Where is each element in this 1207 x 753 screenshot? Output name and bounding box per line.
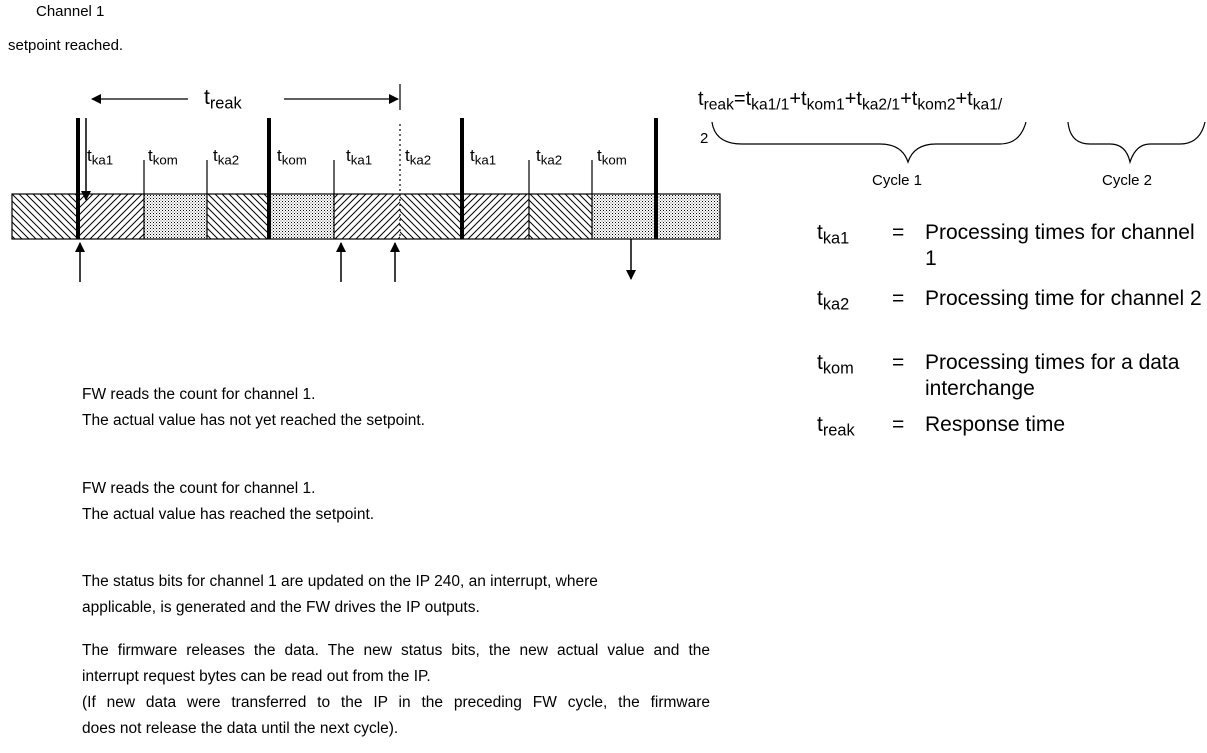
cycle-1-brace: [711, 121, 1027, 164]
response-time-formula: treak=tka1/1+tkom1+tka2/1+tkom2+tka1/: [698, 88, 1003, 114]
segment-separators: [143, 160, 593, 239]
note-3: The status bits for channel 1 are update…: [82, 573, 598, 616]
read-arrows: [75, 242, 400, 282]
bar-outline: [11, 193, 721, 240]
bar-seg-post: [656, 194, 720, 239]
segment-label-ka1: tka1: [346, 146, 373, 168]
cycle-2-brace: [1067, 121, 1206, 165]
legend-definition: Processing time for channel 2: [925, 287, 1202, 310]
legend-symbol: tka2: [817, 287, 850, 314]
bar-seg-ka1: [334, 194, 400, 239]
segment-label-kom: tkom: [277, 146, 307, 168]
legend-equals: =: [892, 351, 905, 374]
setpoint-note-line1: Channel 1: [36, 3, 105, 20]
bar-seg-kom: [144, 194, 207, 239]
legend-symbol: treak: [817, 413, 855, 440]
bar-seg-kom: [592, 194, 656, 239]
bar-seg-ka2: [207, 194, 269, 239]
segment-label-kom: tkom: [148, 146, 178, 168]
legend-symbol: tka1: [817, 221, 850, 248]
legend-definition: Processing times for channel 1: [925, 221, 1195, 270]
bar-seg-ka1: [78, 194, 144, 239]
bar-seg-pre: [12, 194, 78, 239]
bar-seg-kom: [269, 194, 334, 239]
bar-seg-ka2: [529, 194, 592, 239]
cycle-2-label: Cycle 2: [1102, 172, 1153, 189]
note-1: FW reads the count for channel 1. The ac…: [82, 386, 425, 429]
note-2: FW reads the count for channel 1. The ac…: [82, 480, 375, 523]
cycle-boundaries: [76, 118, 658, 239]
formula-wrap: 2: [700, 130, 709, 147]
legend-symbol: tkom: [817, 351, 854, 378]
bar-seg-ka2: [400, 194, 462, 239]
note-4: The firmware releases the data. The new …: [82, 642, 710, 737]
segment-label-kom: tkom: [597, 146, 627, 168]
segment-label-ka1: tka1: [87, 146, 114, 168]
segment-label-ka2: tka2: [213, 146, 240, 168]
setpoint-note-line2: setpoint reached.: [8, 37, 124, 54]
legend-definition: Processing times for a data interchange: [925, 351, 1180, 400]
legend-equals: =: [892, 221, 905, 244]
segment-label-ka2: tka2: [405, 146, 432, 168]
treak-label: treak: [204, 86, 242, 113]
segment-label-ka1: tka1: [470, 146, 497, 168]
legend-definition: Response time: [925, 413, 1066, 436]
segment-label-ka2: tka2: [536, 146, 563, 168]
bar-seg-ka1: [462, 194, 529, 239]
legend-equals: =: [892, 413, 905, 436]
legend-equals: =: [892, 287, 905, 310]
cycle-1-label: Cycle 1: [872, 172, 923, 189]
